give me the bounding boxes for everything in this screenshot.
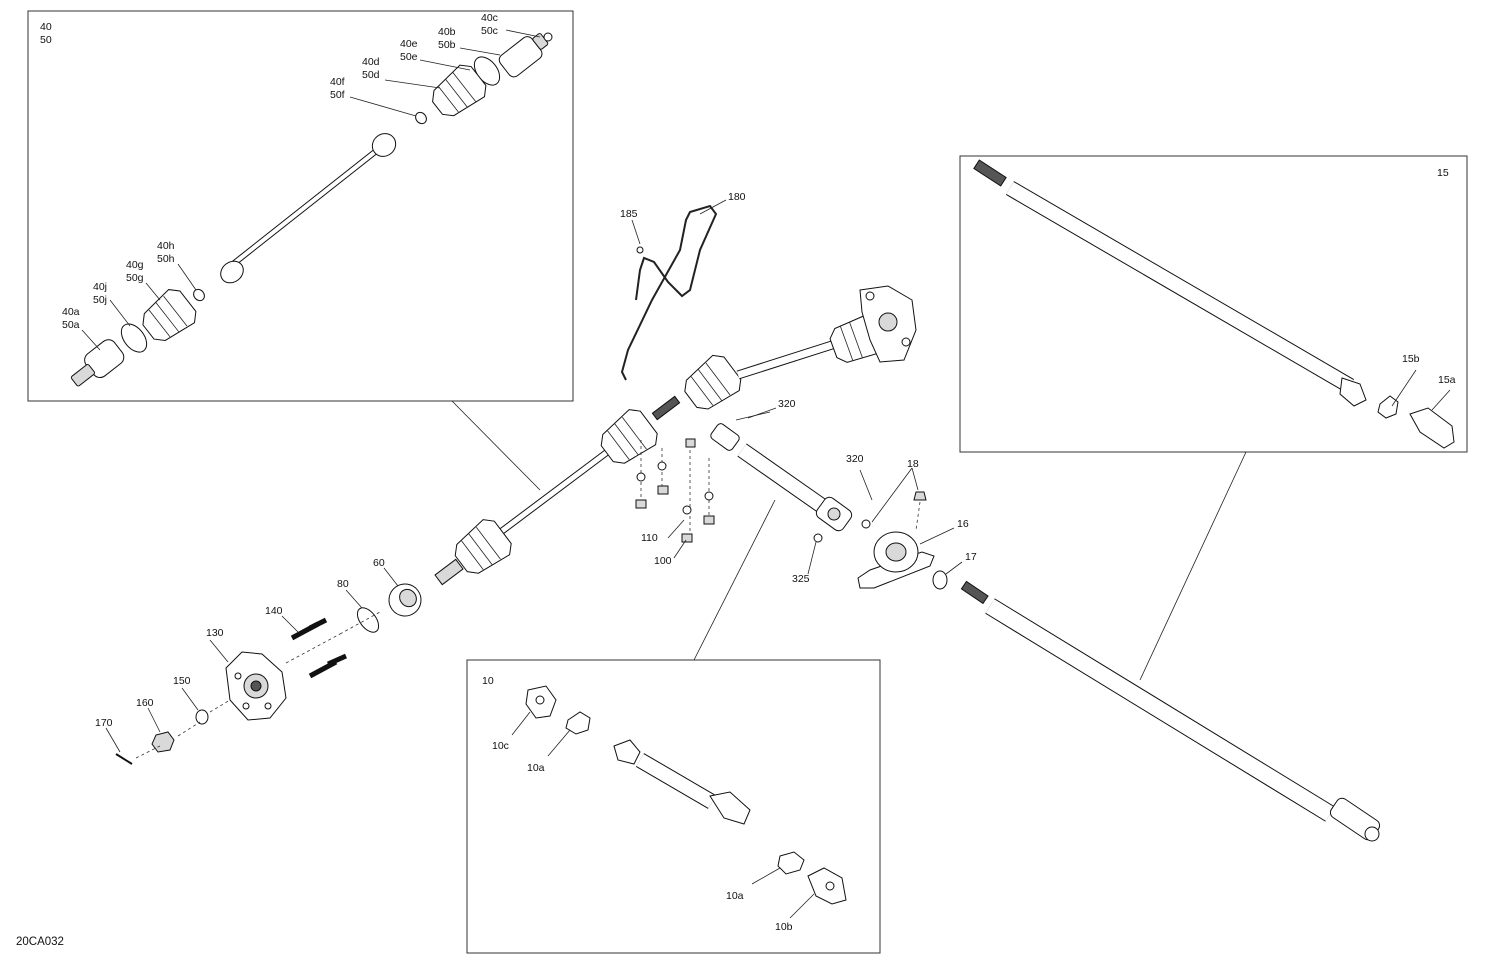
label-40g: 40g <box>126 259 144 271</box>
label-50f: 50f <box>330 89 345 101</box>
callout-320-upper: 320 <box>778 398 796 410</box>
label-40f: 40f <box>330 76 345 88</box>
hub-nut <box>151 731 175 753</box>
callout-110: 110 <box>641 532 658 544</box>
callout-325: 325 <box>792 573 810 585</box>
inset-rear-prop-shaft <box>973 159 1455 449</box>
washer <box>195 709 209 725</box>
label-40e: 40e <box>400 38 418 50</box>
center-prop-shaft <box>710 411 853 532</box>
diagram-code: 20CA032 <box>16 936 64 948</box>
inset-header-50: 50 <box>40 34 52 46</box>
label-10a-lower: 10a <box>726 890 744 902</box>
label-40b: 40b <box>438 26 456 38</box>
label-40h: 40h <box>157 240 175 252</box>
callout-320-lower: 320 <box>846 453 864 465</box>
label-10b: 10b <box>775 921 793 933</box>
callout-130: 130 <box>206 627 224 639</box>
hardware-cluster <box>635 438 715 543</box>
label-50j: 50j <box>93 294 107 306</box>
wheel-hub <box>225 651 287 721</box>
callout-150: 150 <box>173 675 191 687</box>
label-15a: 15a <box>1438 374 1456 386</box>
retaining-ring <box>356 607 380 633</box>
label-10c: 10c <box>492 740 509 752</box>
inset-header-40: 40 <box>40 21 52 33</box>
callout-18: 18 <box>907 458 919 470</box>
inset-header-10: 10 <box>482 675 494 687</box>
inset-box-prop-shaft-front <box>466 659 881 954</box>
callout-16: 16 <box>957 518 969 530</box>
callout-60: 60 <box>373 557 385 569</box>
label-50g: 50g <box>126 272 144 284</box>
label-50c: 50c <box>481 25 498 37</box>
main-drive-shaft <box>434 285 917 586</box>
callout-17: 17 <box>965 551 977 563</box>
rear-prop-shaft <box>960 580 1381 842</box>
label-50a: 50a <box>62 319 80 331</box>
breather-hose <box>620 204 718 381</box>
callout-160: 160 <box>136 697 154 709</box>
inset-header-15: 15 <box>1437 167 1449 179</box>
callout-100: 100 <box>654 555 672 567</box>
label-40j: 40j <box>93 281 107 293</box>
label-40d: 40d <box>362 56 380 68</box>
callout-140: 140 <box>265 605 283 617</box>
label-15b: 15b <box>1402 353 1420 365</box>
label-10a-upper: 10a <box>527 762 545 774</box>
label-50h: 50h <box>157 253 175 265</box>
callout-80: 80 <box>337 578 349 590</box>
wheel-bearing <box>388 583 422 617</box>
inset-box-drive-shaft-kit <box>27 10 574 402</box>
label-50e: 50e <box>400 51 418 63</box>
inset-drive-shaft-parts <box>70 32 553 387</box>
inset-box-prop-shaft-rear <box>959 155 1468 453</box>
label-50b: 50b <box>438 39 456 51</box>
o-ring <box>932 570 948 590</box>
label-40a: 40a <box>62 306 80 318</box>
label-50d: 50d <box>362 69 380 81</box>
callout-180: 180 <box>728 191 746 203</box>
wheel-studs <box>290 617 348 679</box>
cotter-pin <box>115 753 133 765</box>
callout-170: 170 <box>95 717 113 729</box>
callout-185: 185 <box>620 208 638 220</box>
inset-front-prop-shaft <box>525 685 847 905</box>
carrier-bearing <box>813 491 935 589</box>
label-40c: 40c <box>481 12 498 24</box>
